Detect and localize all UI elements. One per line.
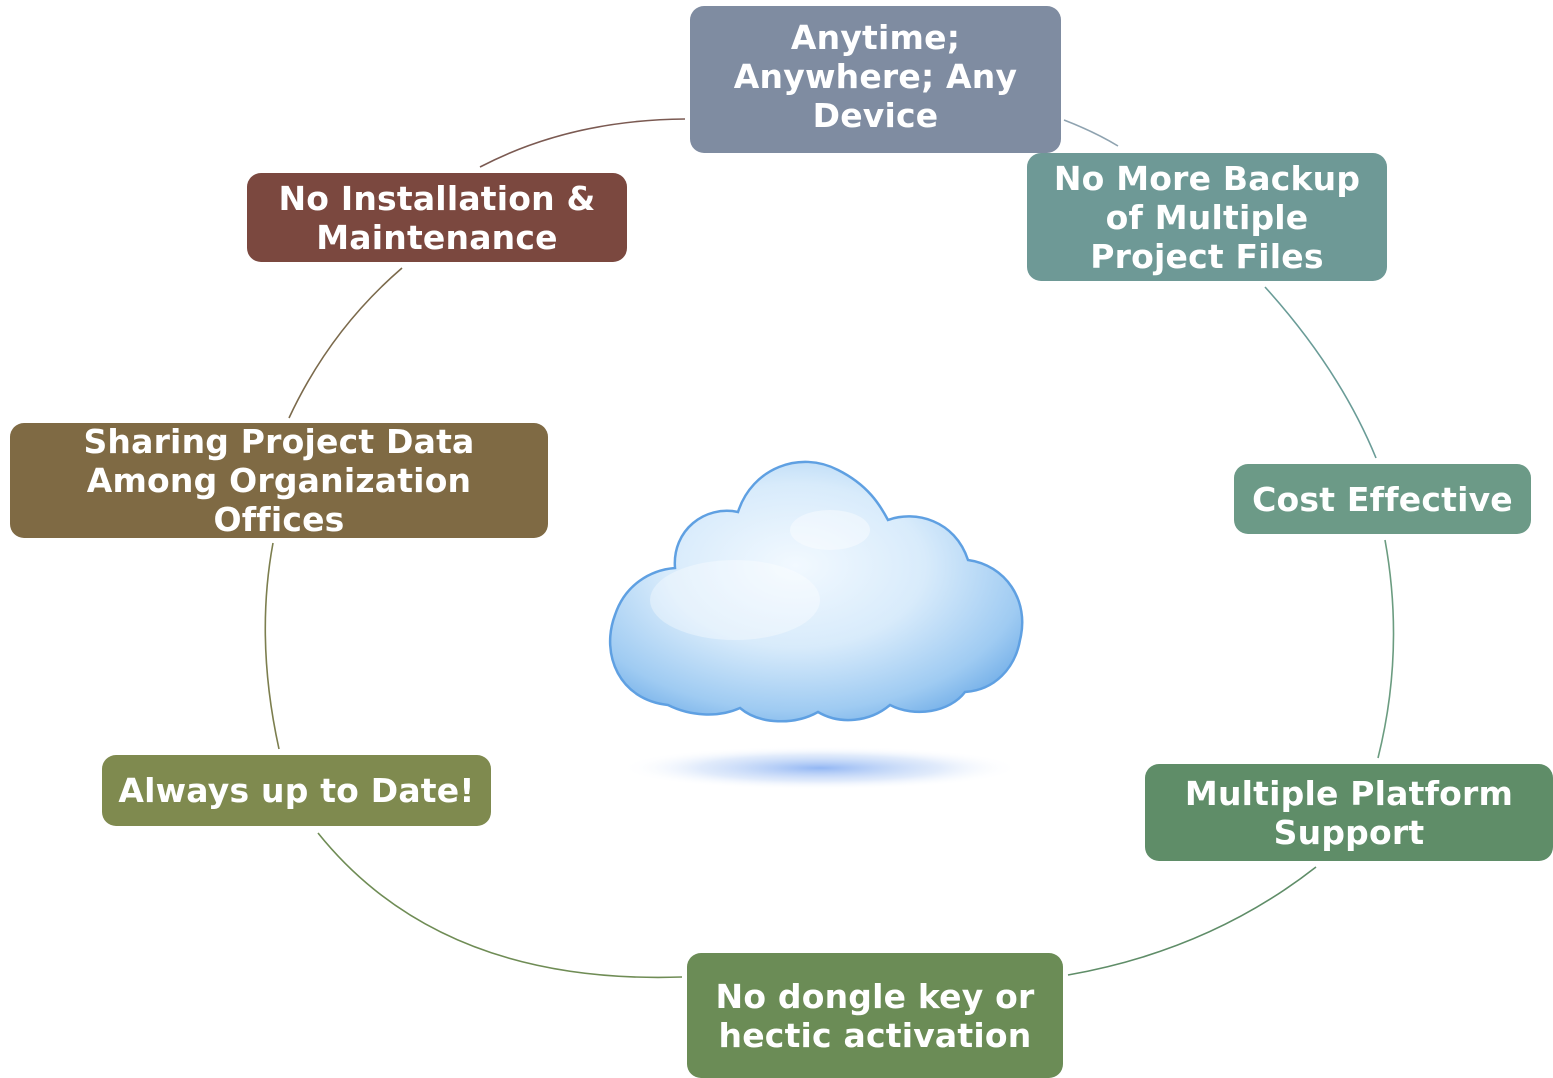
cloud-icon (608, 460, 1024, 790)
node-no-installation: No Installation & Maintenance (247, 173, 627, 262)
node-sharing-project-data: Sharing Project Data Among Organization … (10, 422, 548, 539)
arc-anytime-to-backup (1063, 119, 1119, 147)
arc-backup-to-cost (1264, 286, 1377, 459)
arc-install-to-anytime (479, 118, 686, 168)
node-cost-effective: Cost Effective (1234, 464, 1531, 534)
node-anytime-anywhere: Anytime; Anywhere; Any Device (690, 6, 1061, 153)
arc-platform-to-dongle (1067, 866, 1317, 976)
arc-dongle-to-date (317, 832, 683, 979)
node-always-up-to-date: Always up to Date! (102, 755, 491, 826)
node-multiple-platform: Multiple Platform Support (1145, 764, 1553, 861)
arc-sharing-to-install (288, 267, 403, 419)
arc-date-to-sharing (264, 542, 280, 750)
node-no-more-backup: No More Backup of Multiple Project Files (1027, 153, 1387, 281)
node-no-dongle-key: No dongle key or hectic activation (687, 953, 1063, 1078)
arc-cost-to-platform (1377, 539, 1395, 759)
